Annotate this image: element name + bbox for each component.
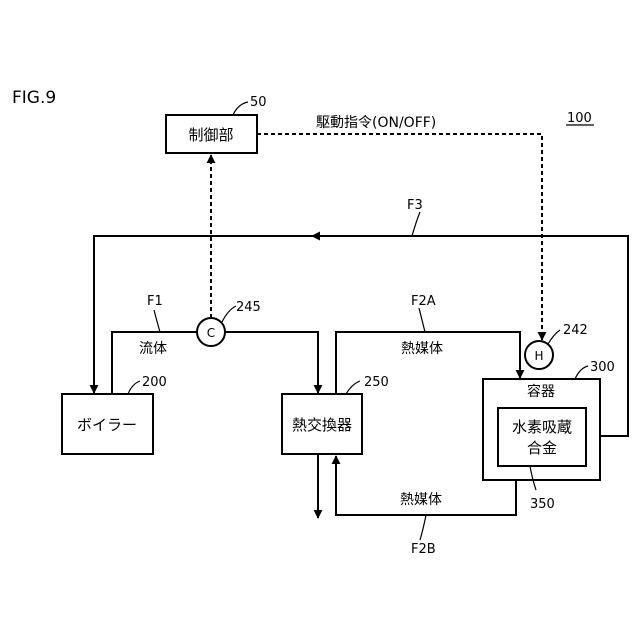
heat-medium-top-label: 熱媒体 xyxy=(401,341,443,357)
alloy-label-line2: 合金 xyxy=(527,439,557,457)
alloy-block xyxy=(498,408,586,466)
drive-command-label: 駆動指令(ON/OFF) xyxy=(316,115,436,131)
alloy-label-line1: 水素吸蔵 xyxy=(512,418,572,436)
container-label: 容器 xyxy=(527,383,555,400)
controller-label: 制御部 xyxy=(188,126,233,144)
heat-exchanger-leader xyxy=(346,381,360,394)
fluid-label: 流体 xyxy=(139,341,167,357)
f2a-leader xyxy=(419,308,425,332)
f3-label: F3 xyxy=(407,198,423,213)
c-sensor-symbol: C xyxy=(207,326,215,340)
f1-label: F1 xyxy=(147,294,163,309)
f2b-label: F2B xyxy=(411,542,436,557)
c-sensor-leader xyxy=(222,306,236,322)
container-ref: 300 xyxy=(590,360,615,375)
h-sensor-ref: 242 xyxy=(563,323,588,338)
f3-leader xyxy=(412,212,420,236)
f1-leader xyxy=(154,310,160,332)
controller-leader xyxy=(233,102,248,115)
system-ref: 100 xyxy=(567,111,592,126)
boiler-leader xyxy=(128,381,140,394)
f2b-leader xyxy=(420,515,426,540)
heat-medium-bottom-label: 熱媒体 xyxy=(400,492,442,508)
f2a-label: F2A xyxy=(411,294,436,309)
figure-label: FIG.9 xyxy=(12,88,56,108)
boiler-ref: 200 xyxy=(142,375,167,390)
h-sensor-symbol: H xyxy=(534,349,543,363)
controller-ref: 50 xyxy=(250,95,267,110)
h-sensor-leader xyxy=(548,330,560,344)
heat-exchanger-ref: 250 xyxy=(364,375,389,390)
heat-exchanger-label: 熱交換器 xyxy=(292,416,352,434)
container-leader xyxy=(575,366,588,379)
boiler-label: ボイラー xyxy=(77,416,137,434)
c-sensor-ref: 245 xyxy=(236,300,261,315)
alloy-ref: 350 xyxy=(530,497,555,512)
